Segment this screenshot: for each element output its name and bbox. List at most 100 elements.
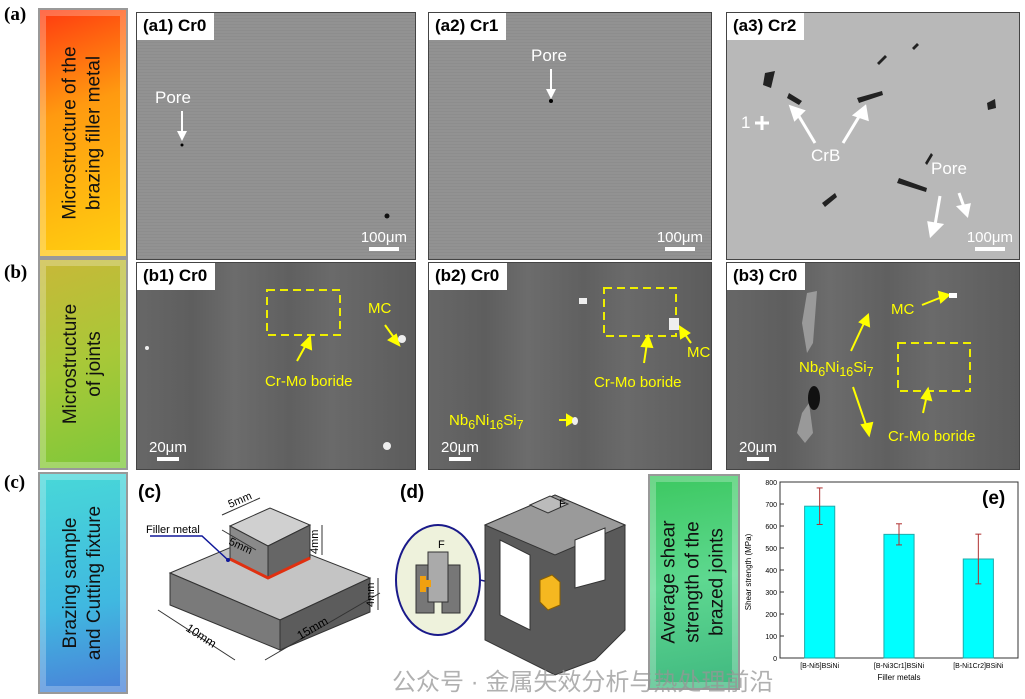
x-tick-label: [B-Ni1Cr2]BSiNi [953,663,1004,670]
formula-part: Si [853,359,867,376]
micrograph-b2: (b2) Cr0 MC Cr-Mo boride Nb6Ni16Si7 20μm [428,262,712,470]
side-box-text: Average shear [659,520,681,644]
formula-part: 16 [839,365,854,379]
formula-part: 7 [866,365,874,379]
force-label: F [438,539,445,551]
dim-label: 5mm [226,490,253,511]
annotation-pore: Pore [931,159,967,178]
micrograph-b1: (b1) Cr0 MC Cr-Mo boride 20μm [136,262,416,470]
shear-strength-chart: (e) Shear strength (MPa) Filler metals 0… [744,480,1019,682]
panel-title: (a2) Cr1 [429,13,507,40]
y-tick-label: 100 [765,634,777,641]
micrograph-a1: (a1) Cr0 Pore 100μm [136,12,416,260]
annotation-cr-mo-boride: Cr-Mo boride [265,373,353,390]
y-tick-label: 600 [765,524,777,531]
row-label-b: (b) [4,262,28,283]
chart-panel-label: (e) [982,488,1005,509]
cutting-fixture-diagram: (d) F F [395,482,627,676]
side-box-text: of joints [84,331,106,397]
formula-part: Ni [475,412,490,429]
panel-title: (a1) Cr0 [137,13,215,40]
micrograph-b3: MC Cr-Mo boride Nb6Ni16Si7 (b3) Cr0 20μm [726,262,1020,470]
side-box-text: Microstructure [60,303,82,425]
scale-bar: 100μm [657,229,703,251]
row-label-a: (a) [4,4,27,25]
y-tick-label: 500 [765,546,777,553]
formula-part: Si [503,412,517,429]
watermark: 公众号 · 金属失效分析与热处理前沿 [392,669,774,696]
annotation-mc: MC [687,344,711,361]
scale-label: 20μm [739,439,777,456]
diagram-d-title: (d) [400,482,424,503]
scale-bar: 20μm [441,439,479,461]
y-tick-label: 700 [765,502,777,509]
y-tick-label: 200 [765,612,777,619]
scale-bar: 20μm [739,439,777,461]
dim-label: 4mm [365,583,377,607]
annotation-arrows [145,289,406,450]
annotation-nb6ni16si7: Nb6Ni16Si7 [799,359,874,379]
annotation-mc: MC [891,301,915,318]
formula-part: 6 [468,418,476,432]
annotation-nb6ni16si7: Nb6Ni16Si7 [449,412,524,432]
annotation-arrows [797,290,971,443]
diagram-c-title: (c) [138,482,161,503]
bar [804,505,836,659]
filler-metal-label: Filler metal [146,524,200,536]
x-tick-label: [B-Ni3Cr1]BSiNi [874,663,925,670]
annotation-cr-mo-boride: Cr-Mo boride [888,428,976,445]
scale-bar: 100μm [967,229,1013,251]
side-box-text: brazed joints [707,528,729,636]
row-label-c: (c) [4,472,26,493]
formula-part: 6 [818,365,826,379]
side-box-text: strength of the [683,521,705,643]
x-axis-label: Filler metals [877,673,920,682]
scale-label: 100μm [966,229,1013,246]
annotation-arrows [559,287,692,427]
side-box-text: brazing filler metal [84,55,106,211]
panel-title: (a3) Cr2 [727,13,805,40]
annotation-crb: CrB [811,146,841,165]
formula-part: 7 [516,418,524,432]
side-box-text: Brazing sample [60,517,82,649]
micrograph-a2: (a2) Cr1 Pore 100μm [428,12,712,260]
formula-part: Ni [825,359,840,376]
bar [883,533,915,659]
micrograph-a3: 1 CrB Pore (a3) Cr2 100μm [726,12,1020,260]
force-label: F [559,498,566,510]
annotation-point-1: 1 [741,113,751,132]
y-tick-label: 800 [765,480,777,487]
y-tick-label: 400 [765,568,777,575]
annotation-pore: Pore [531,46,567,65]
scale-label: 100μm [656,229,703,246]
brazing-sample-diagram: (c) Filler metal 5mm 5mm 4mm 4mm 10mm 15… [138,482,381,661]
scale-bar: 100μm [361,229,407,251]
y-axis-label: Shear strength (MPa) [744,533,753,610]
formula-part: Nb [799,359,819,376]
formula-part: Nb [449,412,469,429]
side-box-text: and Cutting fixture [84,505,106,661]
panel-title: (b2) Cr0 [429,263,508,290]
scale-label: 100μm [360,229,407,246]
formula-part: 16 [489,418,504,432]
panel-title: (b1) Cr0 [137,263,216,290]
crb-phases [755,43,996,239]
pore-arrow [546,69,556,103]
x-tick-label: [B-Ni5]BSiNi [800,663,839,670]
annotation-cr-mo-boride: Cr-Mo boride [594,374,682,391]
scale-label: 20μm [441,439,479,456]
y-tick-label: 300 [765,590,777,597]
scale-bar: 20μm [149,439,187,461]
y-tick-label: 0 [773,656,777,663]
annotation-pore: Pore [155,88,191,107]
pore-arrow [177,111,390,219]
scale-label: 20μm [149,439,187,456]
annotation-mc: MC [368,300,392,317]
panel-title: (b3) Cr0 [727,263,806,290]
dim-label: 4mm [309,530,321,554]
side-box-text: Microstructure of the [60,46,82,220]
